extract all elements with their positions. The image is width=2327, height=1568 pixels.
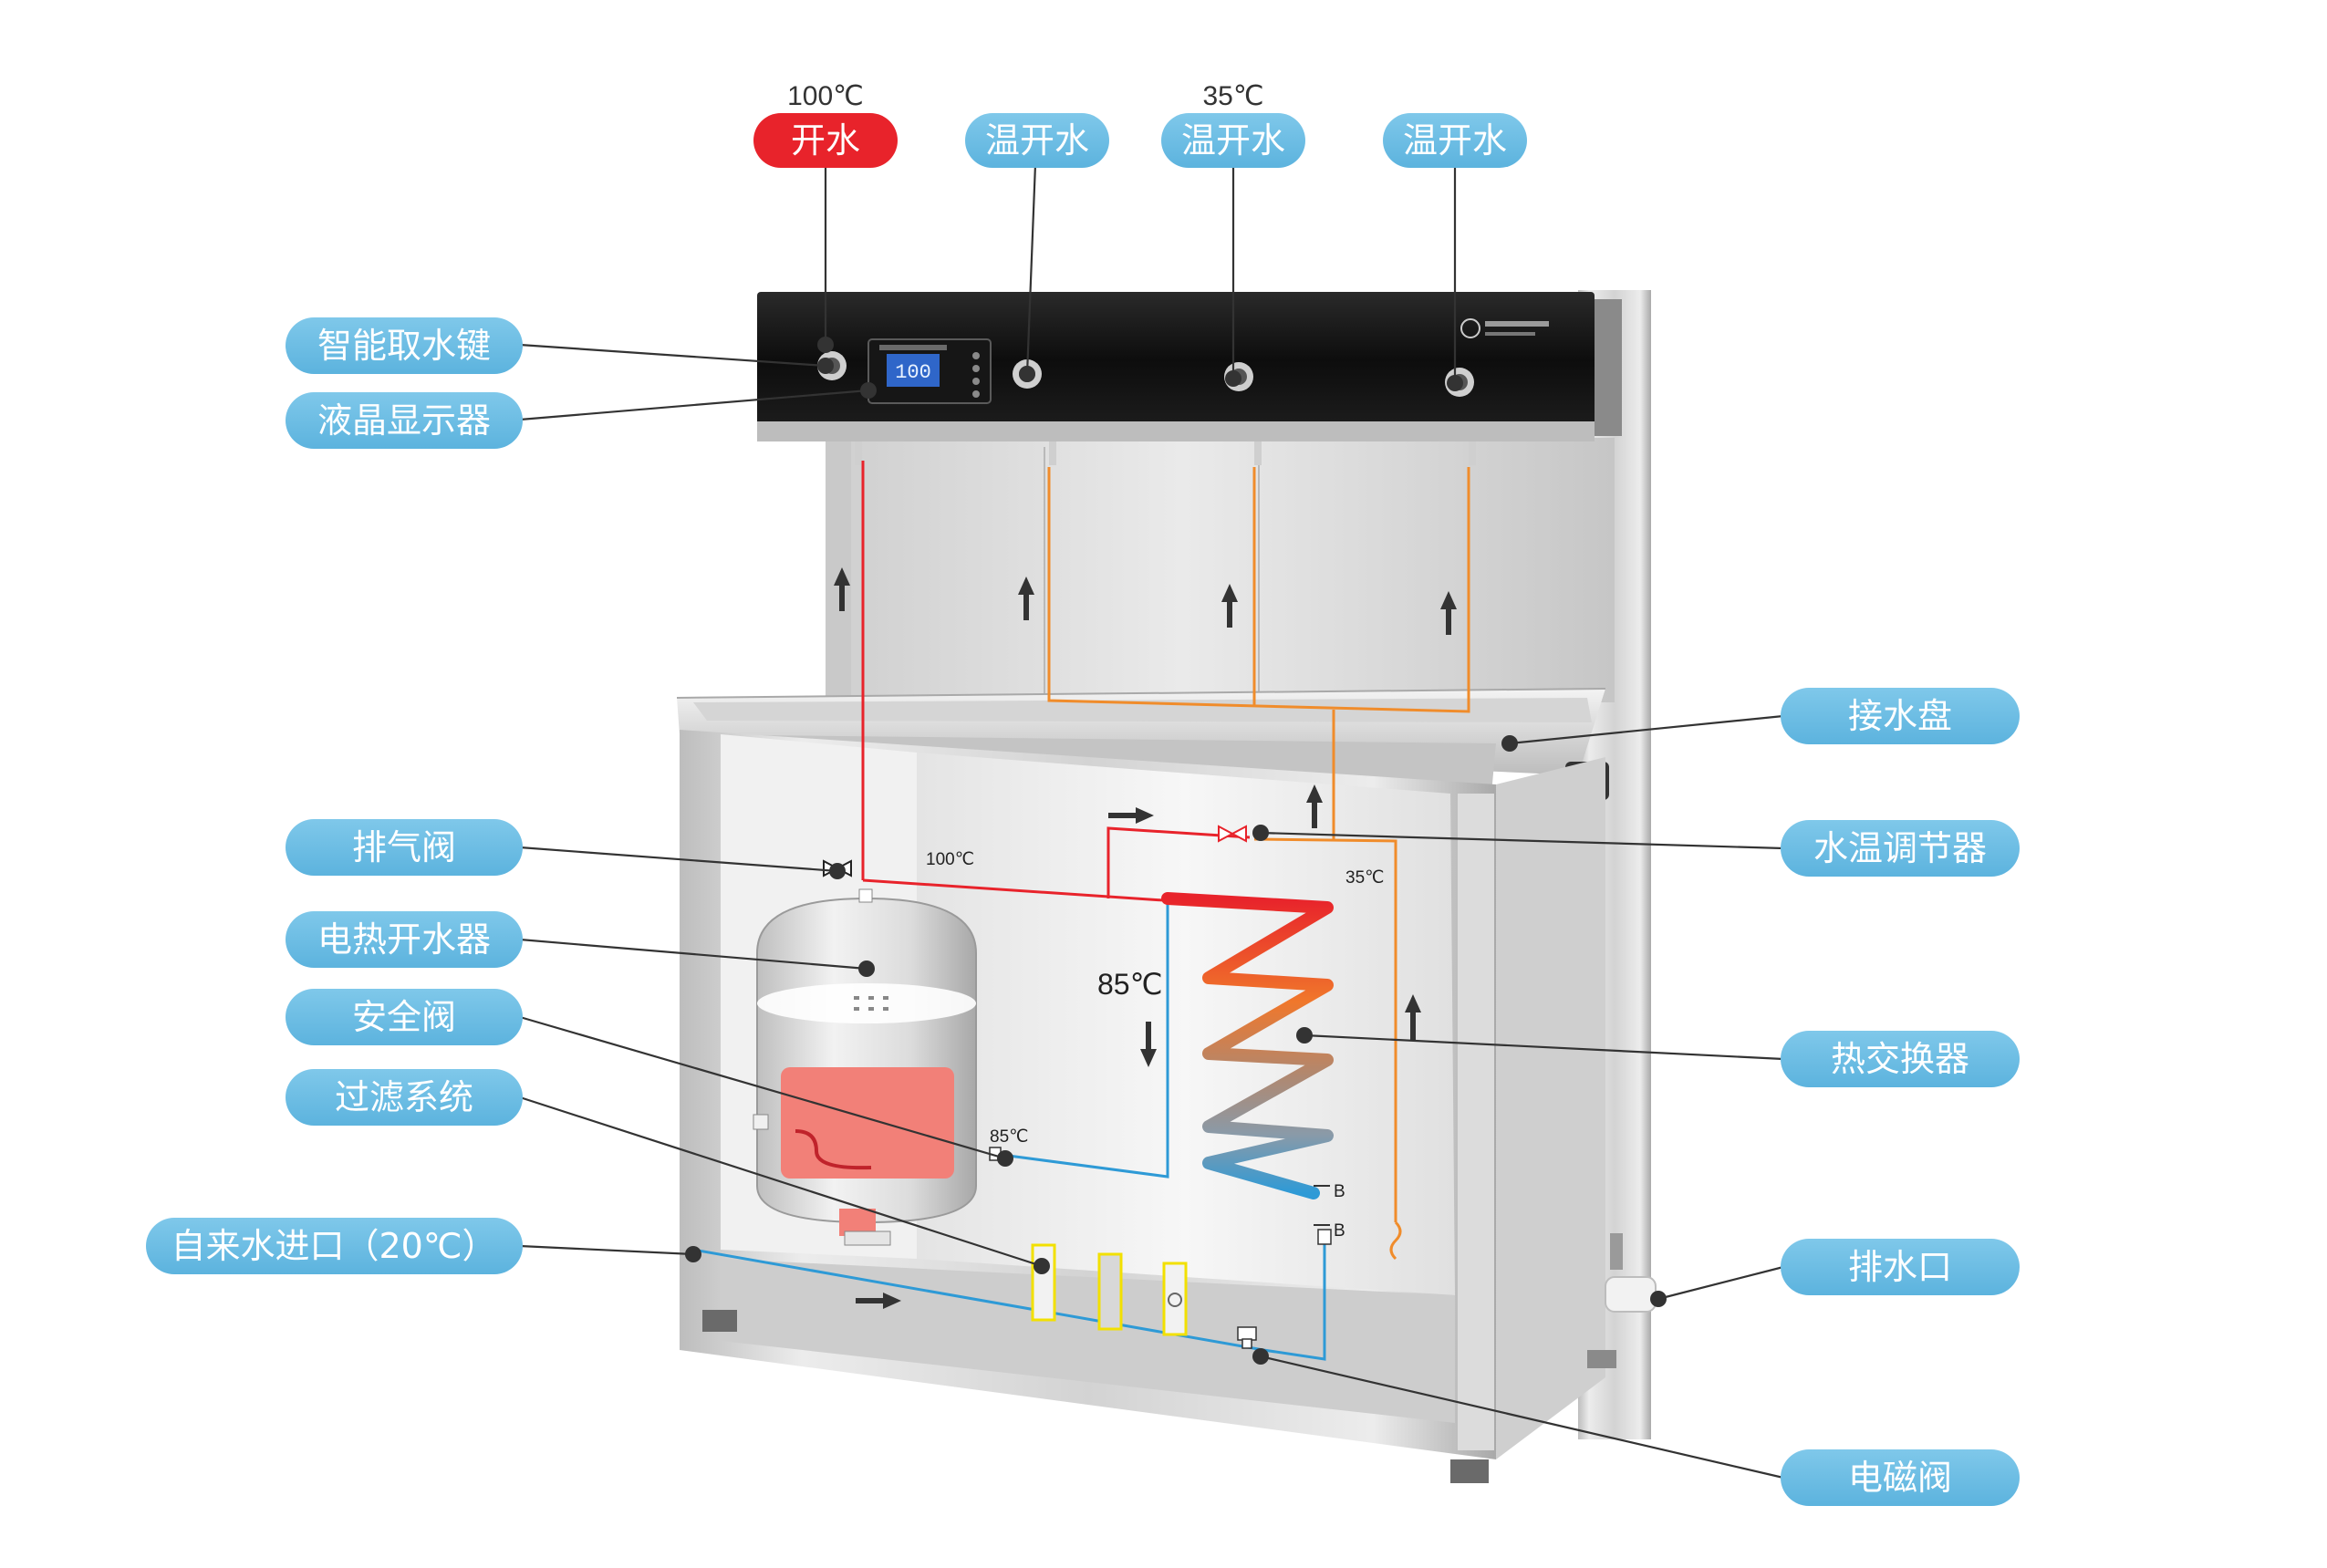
pipe-network: [692, 461, 1470, 1361]
label-thermostat: 水温调节器: [1781, 820, 2020, 877]
label-warm-water-3: 温开水: [1383, 113, 1527, 168]
vent-valve-text: 排气阀: [352, 827, 456, 867]
label-smart-key: 智能取水键: [286, 317, 523, 374]
lcd-display: 100: [867, 338, 992, 404]
label-warm-water-1: 温开水: [965, 113, 1109, 168]
filter-2: [1097, 1252, 1123, 1331]
leg-front-right: [1450, 1459, 1489, 1483]
warm-3-label: 温开水: [1403, 120, 1507, 161]
faucet-warm-1: [1049, 441, 1056, 465]
label-heat-exchanger: 热交换器: [1781, 1031, 2020, 1087]
hot-pipe-temp: 100℃: [926, 850, 974, 869]
solenoid-valve: [1237, 1326, 1257, 1349]
inlet-text: 自来水进口（20℃）: [171, 1226, 496, 1266]
leg-front-left: [702, 1310, 737, 1332]
boiler-text: 电热开水器: [317, 919, 491, 960]
arrow-up-warm-1: [1018, 576, 1034, 620]
arrow-up-riser: [1306, 784, 1323, 828]
thermostat-valve: [1218, 825, 1247, 843]
solenoid-text: 电磁阀: [1848, 1458, 1952, 1498]
pipe-warm-manifold: [1047, 467, 1470, 713]
pipe-hot-to-exchanger: [862, 878, 1178, 903]
label-boiling-water: 100℃ 开水: [753, 81, 898, 168]
cabinet-interior: [917, 753, 1455, 1295]
filter-text: 过滤系统: [335, 1077, 473, 1117]
arrow-up-return: [1405, 994, 1421, 1040]
filter-1: [1031, 1243, 1056, 1322]
label-drain: 排水口: [1781, 1239, 2020, 1295]
electric-boiler: [753, 888, 977, 1246]
boiler-water: [781, 1067, 954, 1179]
arrow-down-exchanger: [1140, 1022, 1157, 1067]
pipe-cold-inlet: [692, 1243, 1326, 1361]
leader-lines: [519, 163, 1784, 1480]
leg-back-right: [1587, 1350, 1616, 1368]
label-drip-tray: 接水盘: [1781, 688, 2020, 744]
heat-exchanger-text: 热交换器: [1831, 1039, 1969, 1079]
b-fitting: [1317, 1229, 1332, 1245]
label-lcd: 液晶显示器: [286, 392, 523, 449]
warm-2-label: 温开水: [1181, 120, 1285, 161]
arrow-right-inlet: [856, 1293, 901, 1309]
pipe-boiler-feed: [1001, 898, 1169, 1179]
safety-valve-text: 安全阀: [352, 997, 456, 1037]
warm-1-label: 温开水: [985, 120, 1089, 161]
thermostat-text: 水温调节器: [1813, 828, 1987, 868]
label-inlet: 自来水进口（20℃）: [146, 1218, 523, 1274]
back-panel: [830, 438, 1615, 702]
lcd-text: 液晶显示器: [317, 400, 491, 441]
lcd-reading: 100: [895, 361, 931, 384]
filter-cartridges: [1031, 1243, 1188, 1336]
pipe-warm-return: [1253, 837, 1397, 1222]
filter-3: [1162, 1262, 1188, 1336]
brand-logo: [1460, 318, 1549, 338]
boiler-out-temp: 85℃: [990, 1127, 1028, 1147]
drip-tray-text: 接水盘: [1848, 696, 1952, 736]
label-boiler: 电热开水器: [286, 911, 523, 968]
pipe-hot-bypass: [1106, 826, 1251, 898]
marker-b-top: B: [1334, 1182, 1345, 1201]
label-warm-water-2: 35℃ 温开水: [1161, 81, 1305, 168]
heat-exchanger-coil: [1161, 892, 1334, 1199]
flow-arrows: [834, 567, 1457, 1309]
label-filter: 过滤系统: [286, 1069, 523, 1126]
smart-key-text: 智能取水键: [317, 326, 491, 366]
arrow-up-warm-3: [1440, 591, 1457, 635]
label-solenoid: 电磁阀: [1781, 1449, 2020, 1506]
boiling-label: 开水: [791, 120, 860, 161]
exchanger-temp: 85℃: [1097, 968, 1163, 1001]
label-vent-valve: 排气阀: [286, 819, 523, 876]
arrow-up-hot: [834, 567, 850, 611]
faucet-warm-3: [1469, 441, 1476, 465]
arrow-up-warm-2: [1221, 584, 1238, 628]
arrow-right-top: [1108, 807, 1154, 824]
faucet-boiling: [855, 441, 862, 465]
faucet-warm-2: [1254, 441, 1262, 465]
label-safety-valve: 安全阀: [286, 989, 523, 1045]
boiling-temp: 100℃: [787, 81, 864, 111]
warm-2-temp: 35℃: [1202, 81, 1263, 111]
drain-text: 排水口: [1848, 1247, 1952, 1287]
warm-pipe-temp: 35℃: [1345, 868, 1384, 888]
marker-b-bottom: B: [1334, 1221, 1345, 1241]
